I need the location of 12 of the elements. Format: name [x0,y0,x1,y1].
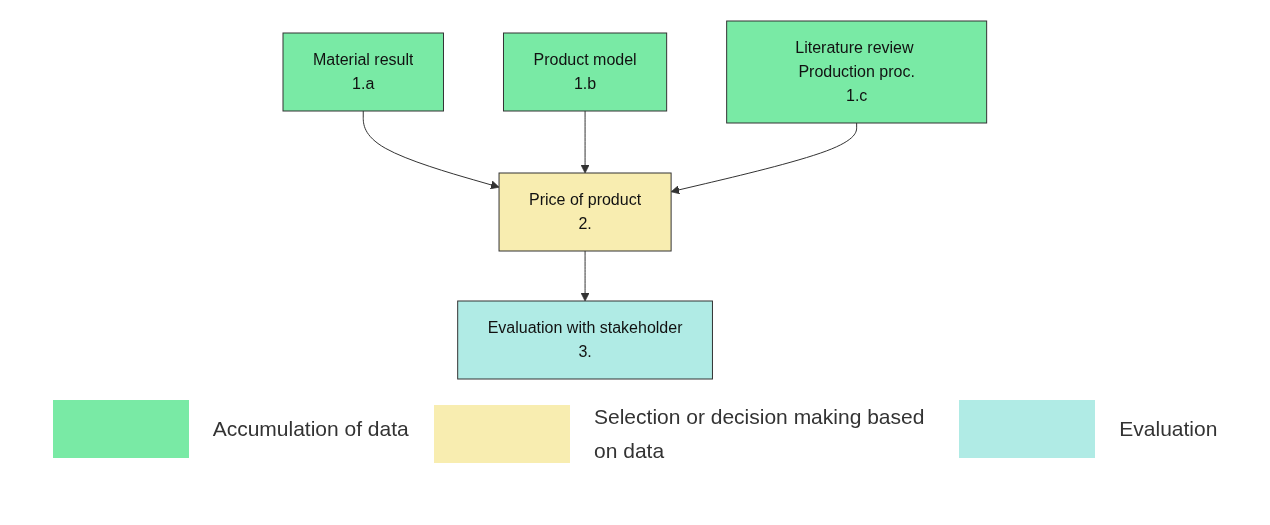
node-box: Literature review Production proc. 1.c [726,20,988,124]
legend-label: Evaluation [1119,416,1218,443]
arrow [580,250,590,302]
arrow [670,122,858,195]
node-box: Evaluation with stakeholder 3. [457,300,714,380]
legend-label: Accumulation of data [212,416,409,443]
legend-label: Selection or decision making based on data [594,404,926,464]
node-box: Price of product 2. [498,172,672,252]
arrow [362,110,500,190]
node-box: Material result 1.a [282,32,445,112]
node-box: Product model 1.b [503,32,668,112]
arrow [580,110,590,174]
